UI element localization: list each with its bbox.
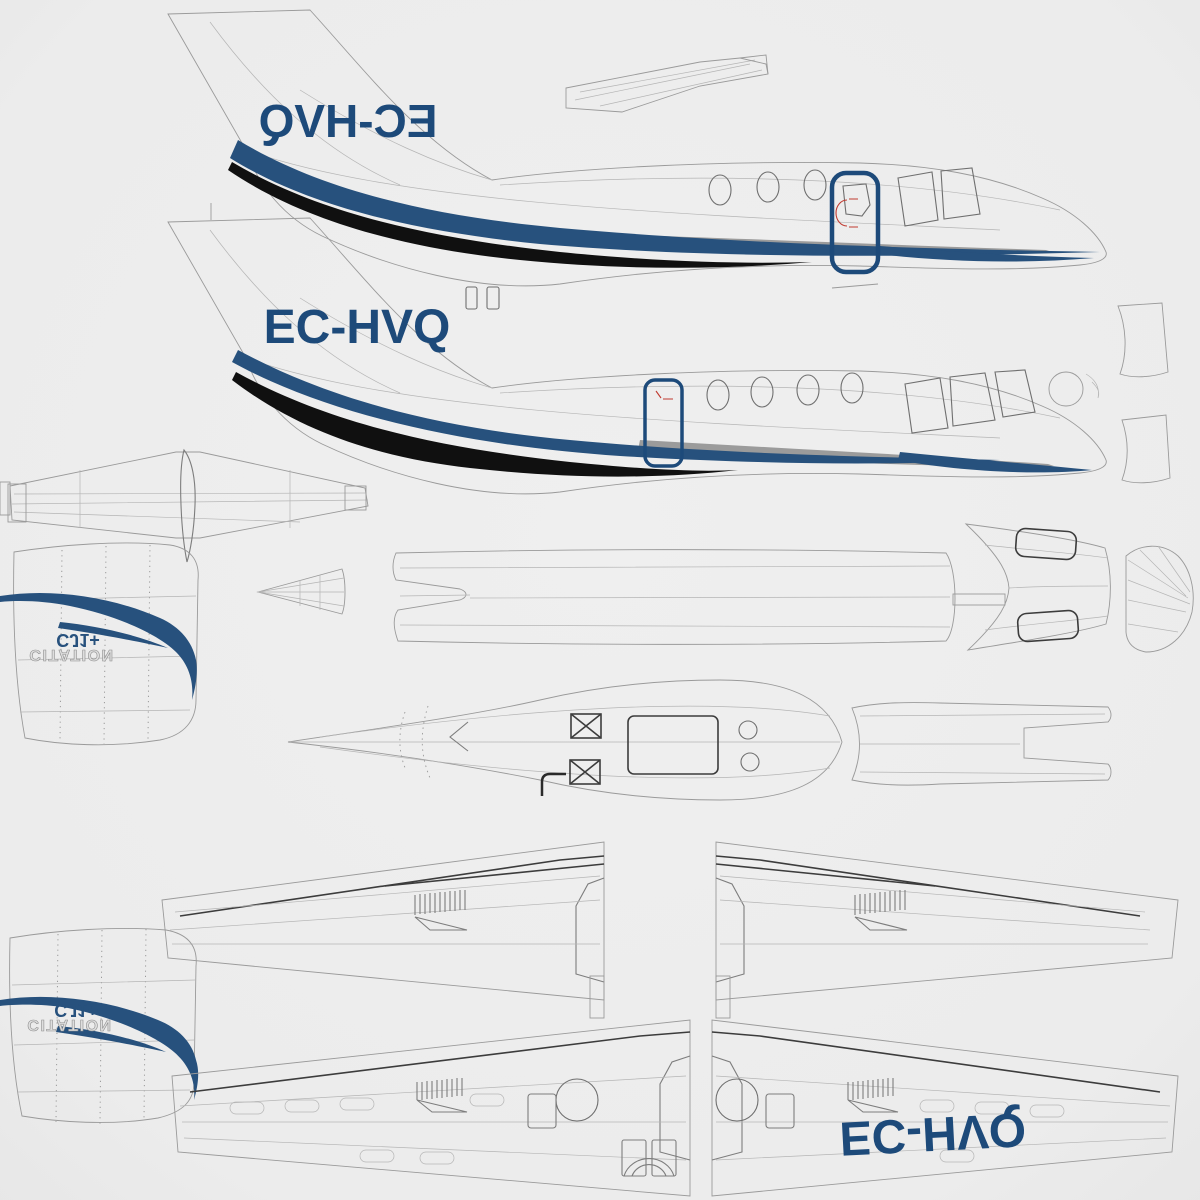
door-step-parts [465,286,500,310]
registration-tail: EC-HVQ [264,301,451,354]
wing-fairing-cut [540,772,566,796]
stripe-blue-nose-sliver [878,246,1094,262]
wing-bottom-right: EC-HVQ [711,1019,1179,1197]
fuselage-silhouette [167,217,1107,495]
fin-profile [180,448,196,563]
stripe-blue-nose-sliver [898,452,1092,473]
nose-skin-panel-lower: CJ1+ CITATION [0,928,199,1125]
swoosh-blue [0,996,199,1100]
pylon-skin-patch-lower [1121,414,1171,484]
wing-root-tab [589,975,605,1019]
inspection-panels [229,1093,505,1165]
vortex-generators [416,1078,468,1113]
pylon-skin-patch-upper [1117,302,1169,378]
wing-bottom-left [171,1019,691,1197]
horizontal-stabilizer-plan [7,448,369,563]
fuselage-left-side-view: EC-HVQ [167,217,1107,495]
brand-model-upper: CJ1+ [56,630,100,650]
wing-top-left [161,841,605,1019]
swoosh-sliver [58,622,168,648]
landing-light-circle [715,1078,759,1122]
windshield-panes [904,369,1036,434]
vortex-generators [854,890,908,931]
brand-model-lower: CJ1+ [54,1000,98,1020]
stabilizer-fragment [565,54,769,113]
wing-root-tab [715,975,731,1019]
stripe-blue-main [230,140,1100,256]
windshield-frame-unwrap [964,523,1111,651]
brand-name-lower: CITATION [27,1016,112,1033]
fuselage-plan-view [287,679,843,801]
escape-hatch-bottom [569,759,601,785]
wing-top-right [715,841,1179,1019]
access-square [527,1093,557,1129]
cabin-door-outline [829,170,881,289]
stripe-black [232,372,738,477]
swoosh-sliver [56,1026,166,1052]
windshield-panes [897,167,981,227]
belly-fork-strip [851,702,1112,786]
brand-name-upper: CITATION [29,646,114,663]
saddle-fairing-part [621,1139,677,1177]
swoosh-blue [0,592,197,700]
cabin-windows [706,372,864,411]
vortex-generators [414,890,468,931]
registration-tail-mirrored: EC-HVQ [259,95,438,147]
belly-strip-unwrap [392,549,1006,645]
radome-dome [1125,545,1194,653]
fuselage-right-side-view: EC-HVQ [167,9,1107,289]
baggage-door-plan [627,715,719,775]
escape-hatch-top [570,713,602,739]
tail-cone [256,568,346,615]
spinner-part [1048,371,1100,407]
stripe-black [228,162,812,268]
registration-wing-underside: EC-HVQ [838,1102,1027,1165]
edge-fragment [0,481,11,516]
inspection-panels [919,1099,1065,1163]
door-red-marking [655,390,673,400]
nose-skin-panel-upper: CJ1+ CITATION [0,542,199,746]
access-square [765,1093,795,1129]
vortex-generators [847,1078,899,1113]
antenna-circle-bottom [740,752,760,772]
cabin-windows [708,169,827,206]
fuselage-silhouette [167,9,1107,287]
door-red-marking [835,198,858,228]
cabin-door-outline [643,378,684,468]
antenna-circle-top [738,720,758,740]
